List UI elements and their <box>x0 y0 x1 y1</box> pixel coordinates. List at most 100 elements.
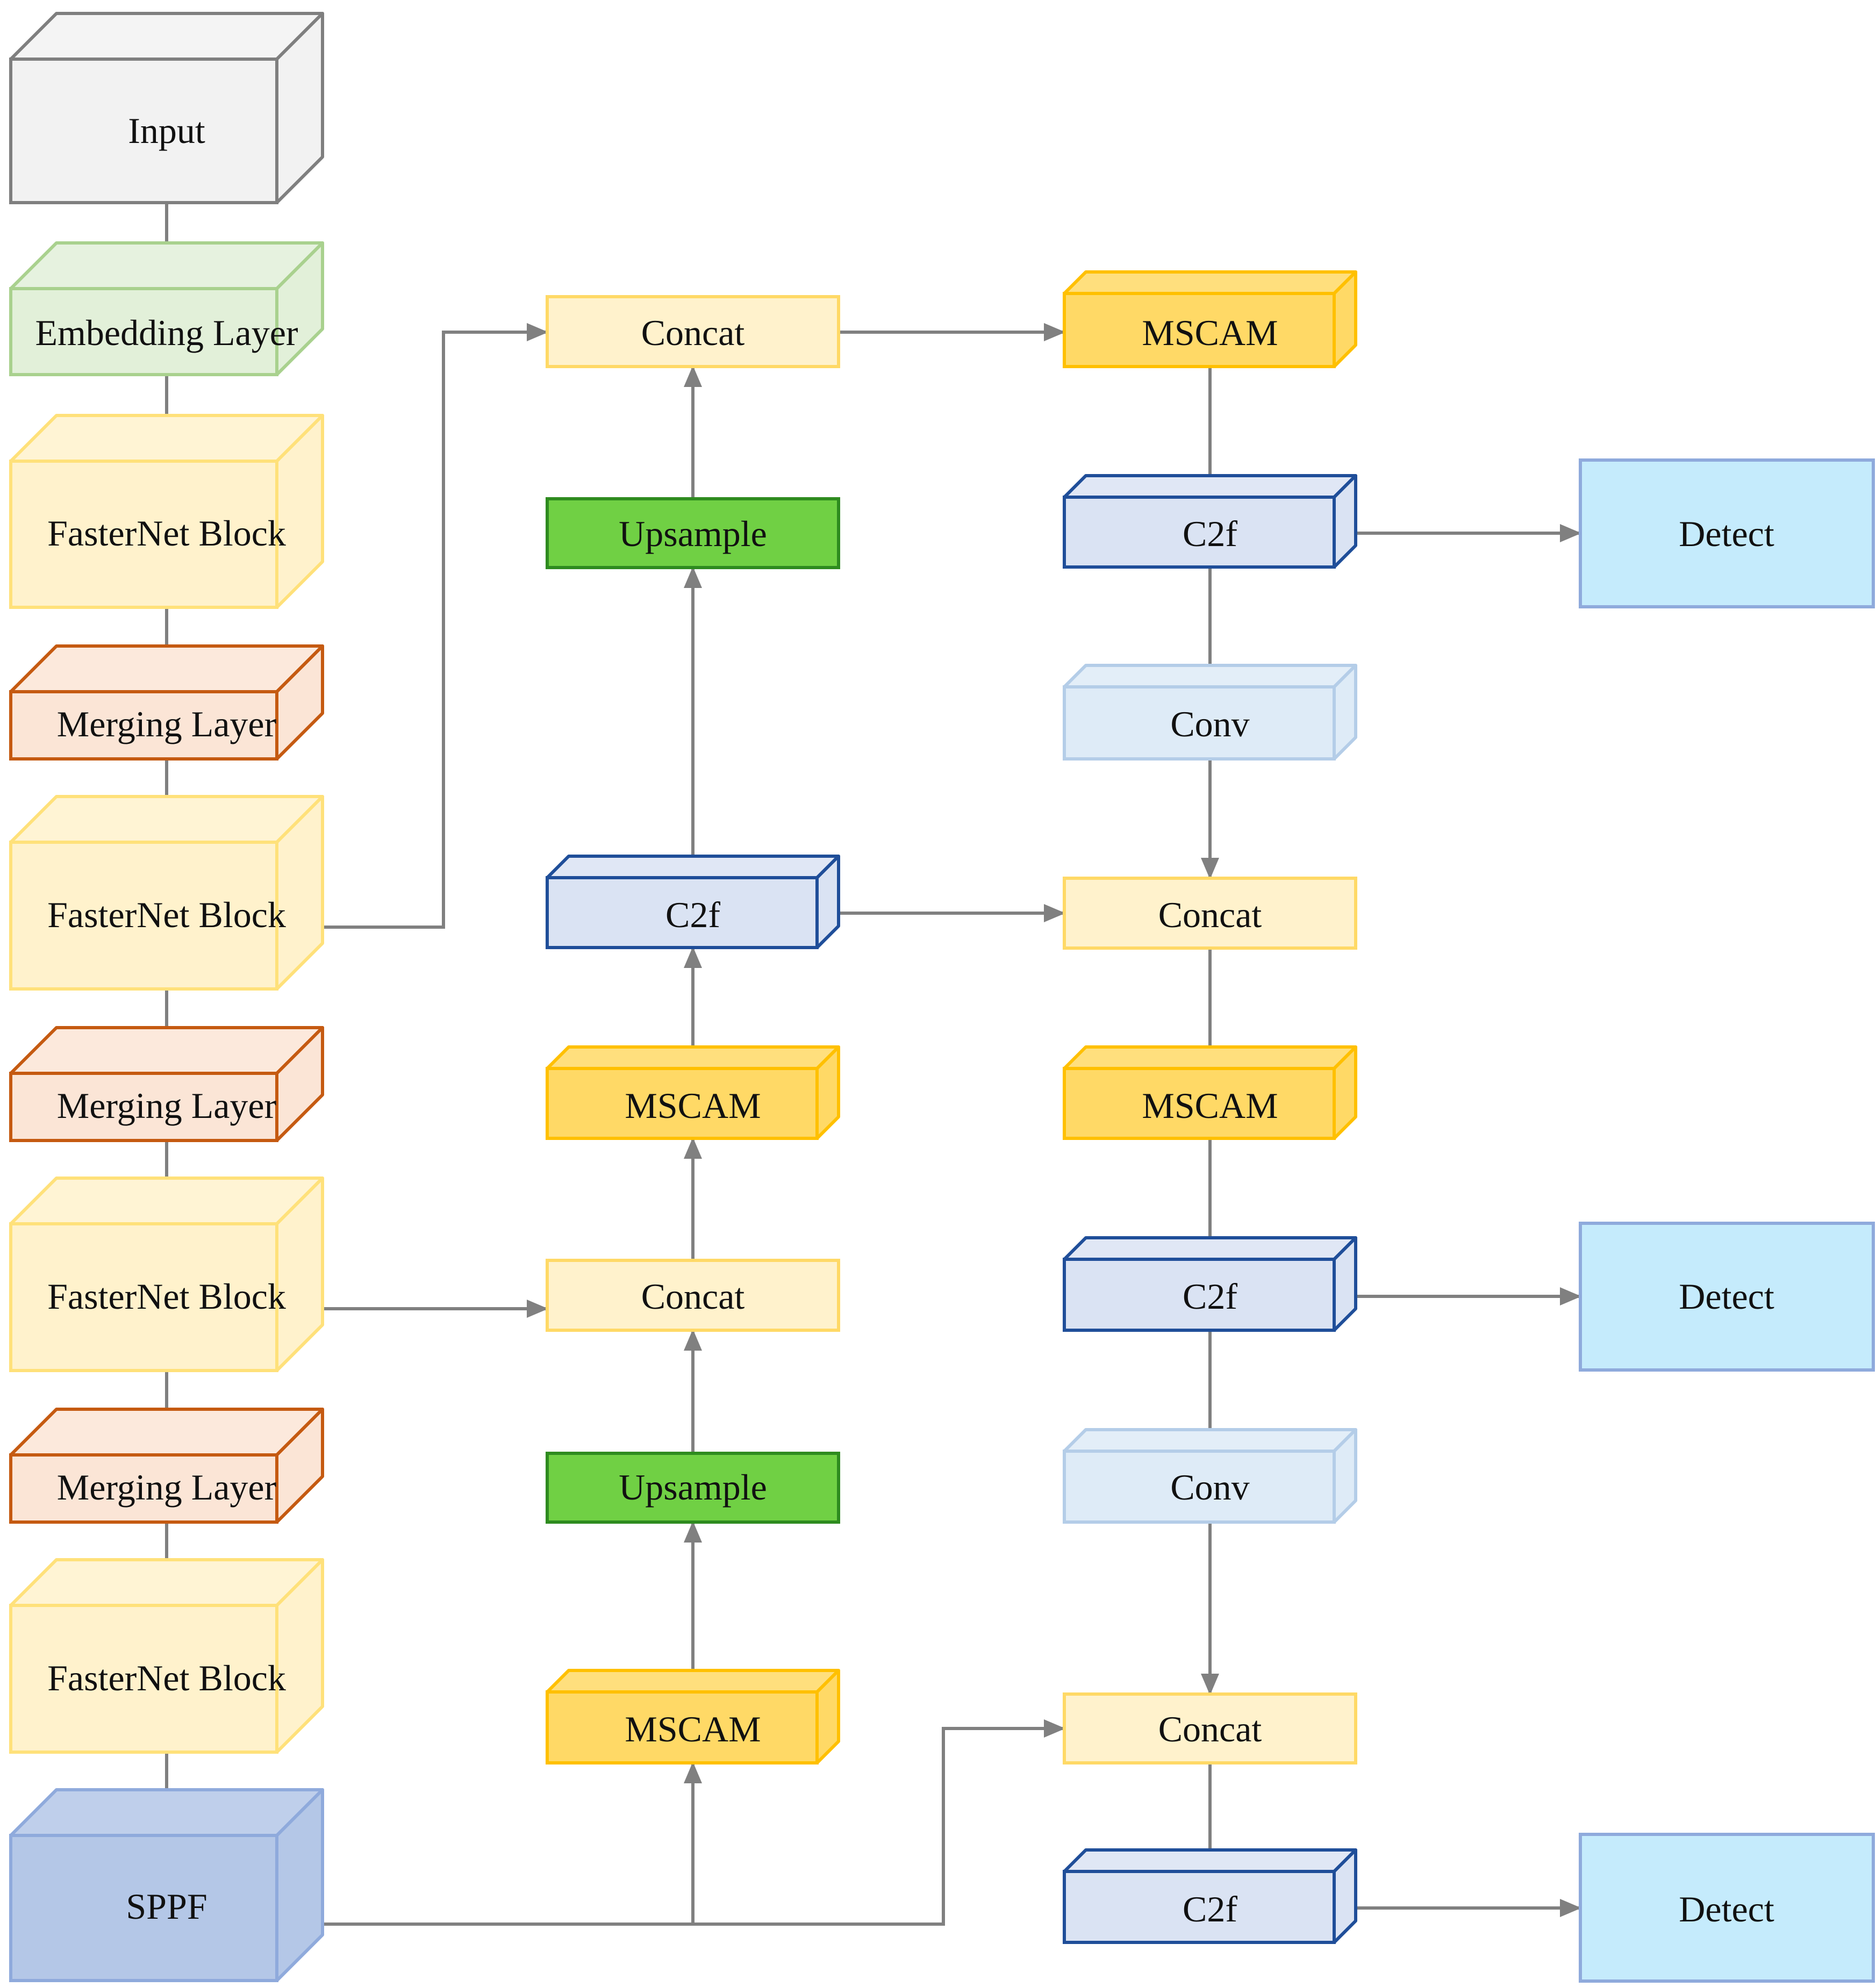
block-front-face <box>1063 1692 1357 1764</box>
input-block: Input <box>9 12 324 204</box>
head-conv-bottom-label: Conv <box>1170 1467 1249 1508</box>
neck-mscam-mid-block: MSCAM <box>546 1045 840 1140</box>
neck-concat-top-block: Concat <box>546 295 840 368</box>
block-front-face <box>1579 1833 1875 1983</box>
detect-block-2: Detect <box>1579 1222 1875 1372</box>
head-c2f-top-block: C2f <box>1063 474 1357 569</box>
fasternet-block-2-label: FasterNet Block <box>47 894 286 935</box>
neck-c2f-label: C2f <box>665 894 720 935</box>
head-conv-bottom-block: Conv <box>1063 1428 1357 1524</box>
neck-concat-top-label: Concat <box>641 312 745 353</box>
neck-mscam-mid-label: MSCAM <box>625 1085 761 1126</box>
block-top-face <box>1063 1236 1357 1261</box>
fasternet-block-2: FasterNet Block <box>9 795 324 991</box>
head-concat-bottom-block: Concat <box>1063 1692 1357 1764</box>
block-front-face <box>1063 1067 1336 1140</box>
block-front-face <box>546 1690 819 1764</box>
neck-upsample-top-block: Upsample <box>546 497 840 569</box>
sppf-label: SPPF <box>126 1886 207 1927</box>
block-top-face <box>546 1669 840 1694</box>
block-top-face <box>1063 664 1357 688</box>
block-top-face <box>9 1788 324 1837</box>
neck-mscam-bottom-block: MSCAM <box>546 1669 840 1764</box>
head-concat-bottom-label: Concat <box>1158 1709 1262 1749</box>
head-concat-mid-label: Concat <box>1158 894 1262 935</box>
connector-arrow-12 <box>320 1719 1065 1926</box>
detect-block-1: Detect <box>1579 458 1875 608</box>
neck-c2f-block: C2f <box>546 855 840 949</box>
fasternet-block-1-label: FasterNet Block <box>47 513 286 554</box>
embedding-layer-block: Embedding Layer <box>9 241 324 376</box>
block-front-face <box>9 1072 278 1142</box>
head-c2f-mid-block: C2f <box>1063 1236 1357 1332</box>
neck-concat-mid-label: Concat <box>641 1276 745 1317</box>
block-top-face <box>1063 1848 1357 1873</box>
head-c2f-mid-label: C2f <box>1183 1276 1237 1317</box>
block-top-face <box>9 12 324 61</box>
block-front-face <box>9 1834 278 1982</box>
block-top-face <box>1063 270 1357 295</box>
input-label: Input <box>128 110 205 151</box>
block-top-face <box>9 1177 324 1225</box>
block-front-face <box>546 295 840 368</box>
block-top-face <box>9 241 324 290</box>
fasternet-block-3-label: FasterNet Block <box>47 1276 286 1317</box>
block-front-face <box>1063 292 1336 368</box>
block-front-face <box>1063 1450 1336 1524</box>
block-front-face <box>9 1222 278 1372</box>
block-top-face <box>1063 474 1357 499</box>
block-front-face <box>9 841 278 991</box>
sppf-block: SPPF <box>9 1788 324 1982</box>
block-front-face <box>1063 1870 1336 1944</box>
embedding-layer-label: Embedding Layer <box>35 312 298 353</box>
detect-block-3: Detect <box>1579 1833 1875 1983</box>
head-mscam-mid-block: MSCAM <box>1063 1045 1357 1140</box>
block-top-face <box>9 644 324 693</box>
block-top-face <box>9 1408 324 1457</box>
block-front-face <box>1579 458 1875 608</box>
fasternet-block-1: FasterNet Block <box>9 414 324 609</box>
neck-upsample-bottom-block: Upsample <box>546 1452 840 1524</box>
merging-layer-1-label: Merging Layer <box>57 704 277 744</box>
fasternet-block-3: FasterNet Block <box>9 1177 324 1372</box>
block-front-face <box>9 1604 278 1754</box>
connectors <box>157 203 1581 1926</box>
fasternet-block-4: FasterNet Block <box>9 1558 324 1754</box>
block-front-face <box>546 1452 840 1524</box>
head-conv-top-block: Conv <box>1063 664 1357 761</box>
neck-upsample-bottom-label: Upsample <box>619 1467 767 1508</box>
merging-layer-block-2: Merging Layer <box>9 1026 324 1142</box>
block-top-face <box>9 414 324 463</box>
block-front-face <box>1063 685 1336 761</box>
block-front-face <box>9 460 278 609</box>
block-front-face <box>9 58 278 204</box>
head-mscam-top-label: MSCAM <box>1142 312 1278 353</box>
head-c2f-top-label: C2f <box>1183 513 1237 554</box>
detect-1-label: Detect <box>1679 513 1774 554</box>
detect-3-label: Detect <box>1679 1889 1774 1929</box>
block-front-face <box>1063 1258 1336 1332</box>
blocks: Input Embedding Layer FasterNet Block Me… <box>9 12 1875 1983</box>
detect-2-label: Detect <box>1679 1276 1774 1317</box>
block-front-face <box>1063 877 1357 950</box>
block-front-face <box>546 1067 819 1140</box>
block-top-face <box>546 855 840 879</box>
block-front-face <box>546 876 819 949</box>
block-top-face <box>9 795 324 844</box>
merging-layer-block-1: Merging Layer <box>9 644 324 761</box>
head-mscam-top-block: MSCAM <box>1063 270 1357 368</box>
block-front-face <box>9 690 278 761</box>
head-conv-top-label: Conv <box>1170 704 1249 744</box>
connector-arrow-10 <box>320 323 548 929</box>
merging-layer-2-label: Merging Layer <box>57 1085 277 1126</box>
block-front-face <box>1579 1222 1875 1372</box>
block-top-face <box>9 1026 324 1075</box>
block-front-face <box>9 1453 278 1524</box>
block-front-face <box>9 287 278 376</box>
block-front-face <box>546 497 840 569</box>
fasternet-block-4-label: FasterNet Block <box>47 1658 286 1698</box>
head-c2f-bottom-label: C2f <box>1183 1889 1237 1929</box>
block-front-face <box>1063 496 1336 569</box>
merging-layer-block-3: Merging Layer <box>9 1408 324 1524</box>
